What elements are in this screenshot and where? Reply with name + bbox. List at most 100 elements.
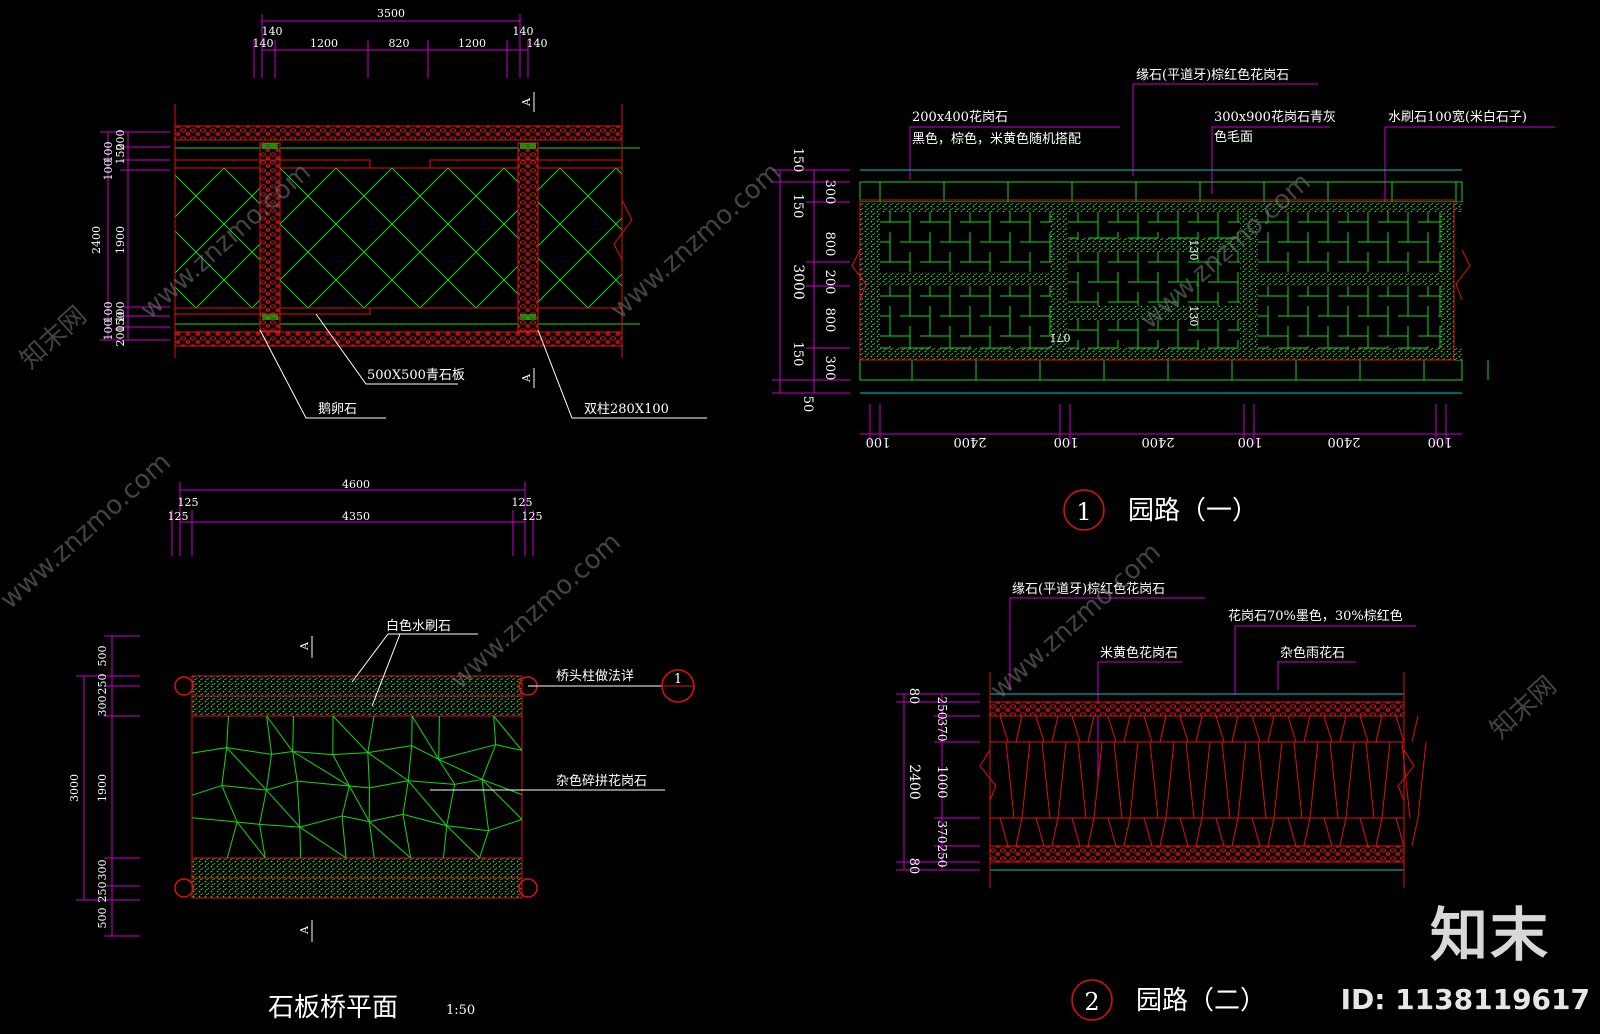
- section-mark-bottom: A: [520, 373, 533, 383]
- p1-dim-bottom-a: 100: [866, 434, 891, 449]
- p1-dim-total: 3000: [790, 264, 806, 300]
- p1-inner-a: 130: [1187, 240, 1200, 261]
- p1-label-grey: 300x900花岗石青灰: [1214, 109, 1336, 125]
- p2-dim-r-a: 250: [935, 697, 949, 720]
- p1-dim-c: 150: [790, 342, 805, 367]
- p1-dim-bottom-f: 2400: [1327, 434, 1360, 449]
- p1-label-grey-finish: 色毛面: [1214, 129, 1253, 145]
- dim-left-t3: 150: [114, 144, 127, 165]
- p1-dim-b: 150: [790, 194, 805, 219]
- p2-dim-a: 80: [906, 688, 921, 705]
- dim-left-s1: 100: [114, 302, 127, 323]
- dim-left-b1: 100: [102, 302, 115, 323]
- p2-dim-b: 80: [906, 858, 921, 875]
- p1-label-granite: 200x400花岗石: [912, 109, 1008, 125]
- p1-title-number: 1: [1076, 498, 1091, 526]
- p1-dim-r-d: 800: [822, 308, 837, 333]
- dim-left-total: 2400: [90, 226, 103, 254]
- p1-dim-bottom-b: 2400: [953, 434, 986, 449]
- sb-dim-c: 125: [512, 496, 533, 509]
- dim-top-c: 820: [389, 37, 410, 50]
- dim-top-e: 140: [513, 25, 534, 38]
- p1-dim-a: 150: [790, 148, 805, 173]
- dim-left-t1: 200: [114, 130, 127, 151]
- sb-dim-b: 125: [168, 510, 189, 523]
- sb-scale: 1:50: [446, 1003, 475, 1018]
- p1-inner-b: 130: [1187, 306, 1200, 327]
- p1-label-curb: 缘石(平道牙)棕红色花岗石: [1136, 67, 1289, 83]
- p2-label-granite: 花岗石70%墨色，30%棕红色: [1228, 608, 1403, 624]
- section-mark-top: A: [520, 97, 533, 107]
- sb-dim-d: 125: [522, 510, 543, 523]
- p2-dim-r-c: 1000: [934, 765, 949, 798]
- p2-label-curb: 缘石(平道牙)棕红色花岗石: [1012, 581, 1165, 597]
- dim-top-b: 1200: [310, 37, 338, 50]
- pier-bottom-left: [174, 878, 194, 898]
- p1-dim-bottom-e: 100: [1238, 434, 1263, 449]
- label-pebble: 鹅卵石: [318, 401, 357, 417]
- sb-label-crazy: 杂色碎拼花岗石: [556, 773, 647, 789]
- sb-dim-left-a: 500: [96, 646, 109, 667]
- garden-path-2: 缘石(平道牙)棕红色花岗石 花岗石70%墨色，30%棕红色 米黄色花岗石 杂色雨…: [896, 581, 1427, 1021]
- dim-top-f: 140: [253, 37, 274, 50]
- dim-left-b3: 100: [102, 320, 115, 341]
- column-right: [517, 142, 539, 332]
- slab-bridge: 4600 4350 125 125 125 125 3000 1900 500 …: [68, 478, 695, 1023]
- dim-left-b2: 150: [114, 312, 127, 333]
- p1-inner-c: 071: [1050, 331, 1071, 344]
- pier-top-left: [174, 676, 194, 696]
- p2-dim-r-b: 370: [935, 719, 949, 742]
- watermark-2: www.znzmo.com: [605, 157, 787, 325]
- dim-top-g: 140: [527, 37, 548, 50]
- sb-dim-total: 4600: [342, 478, 370, 491]
- p2-title: 园路（二）: [1136, 986, 1266, 1016]
- sb-dim-left-f: 500: [96, 908, 109, 929]
- pier-bottom-right: [518, 878, 538, 898]
- p1-dim-r-a: 300: [822, 180, 837, 205]
- dim-left-mid: 1900: [114, 226, 127, 254]
- label-slab: 500X500青石板: [367, 368, 465, 383]
- dim-top-a: 140: [262, 25, 283, 38]
- p1-dim-bottom-c: 100: [1054, 434, 1079, 449]
- p2-dim-total: 2400: [906, 764, 922, 800]
- p1-title: 园路（一）: [1128, 496, 1258, 526]
- sb-label-pier: 桥头柱做法详: [556, 669, 634, 684]
- p1-dim-bottom-d: 2400: [1141, 434, 1174, 449]
- column-left: [259, 142, 281, 332]
- dim-left-b4: 200: [114, 326, 127, 347]
- sb-dim-left-mid: 1900: [96, 774, 109, 802]
- p2-label-rain: 杂色雨花石: [1280, 645, 1345, 661]
- p2-dim-r-e: 250: [935, 845, 949, 868]
- garden-path-1: 缘石(平道牙)棕红色花岗石 200x400花岗石 黑色，棕色，米黄色随机搭配 3…: [772, 67, 1555, 531]
- brand-logo: 知末: [1429, 901, 1550, 969]
- watermark-cn-2: 知末网: [1485, 671, 1563, 745]
- sb-dim-left-b: 250: [96, 674, 109, 695]
- watermark-4: www.znzmo.com: [0, 447, 177, 615]
- watermark-6: www.znzmo.com: [985, 537, 1167, 705]
- watermark-cn-1: 知末网: [15, 301, 93, 375]
- p1-dim-r-e: 300: [822, 356, 837, 381]
- sb-dim-left-total: 3000: [68, 774, 81, 802]
- sb-detail-num: 1: [674, 672, 682, 687]
- sb-title: 石板桥平面: [268, 993, 398, 1023]
- p1-dim-bottom-g: 100: [1428, 434, 1453, 449]
- label-column: 双柱280X100: [584, 402, 669, 417]
- p2-dim-r-d: 370: [935, 821, 949, 844]
- sb-section-top: A: [298, 641, 311, 651]
- sb-dim-left-e: 250: [96, 882, 109, 903]
- p1-label-wash: 水刷石100宽(米白石子): [1388, 109, 1527, 125]
- sb-label-wash: 白色水刷石: [386, 618, 451, 634]
- image-id: ID: 1138119617: [1340, 983, 1590, 1016]
- dim-total-top: 3500: [377, 7, 405, 20]
- dim-left-t4: 100: [102, 160, 115, 181]
- dim-left-t2: 100: [102, 142, 115, 163]
- sb-dim-left-d: 300: [96, 860, 109, 881]
- sb-section-bottom: A: [298, 925, 311, 935]
- p1-dim-r-b: 800: [822, 232, 837, 257]
- p1-dim-r-c: 200: [822, 270, 837, 295]
- p2-title-number: 2: [1084, 988, 1099, 1016]
- bridge-plan: 3500 140 140 1200 820 1200 140 140 2400 …: [90, 7, 707, 419]
- p1-label-granite-colors: 黑色，棕色，米黄色随机搭配: [912, 131, 1081, 147]
- sb-dim-a: 125: [178, 496, 199, 509]
